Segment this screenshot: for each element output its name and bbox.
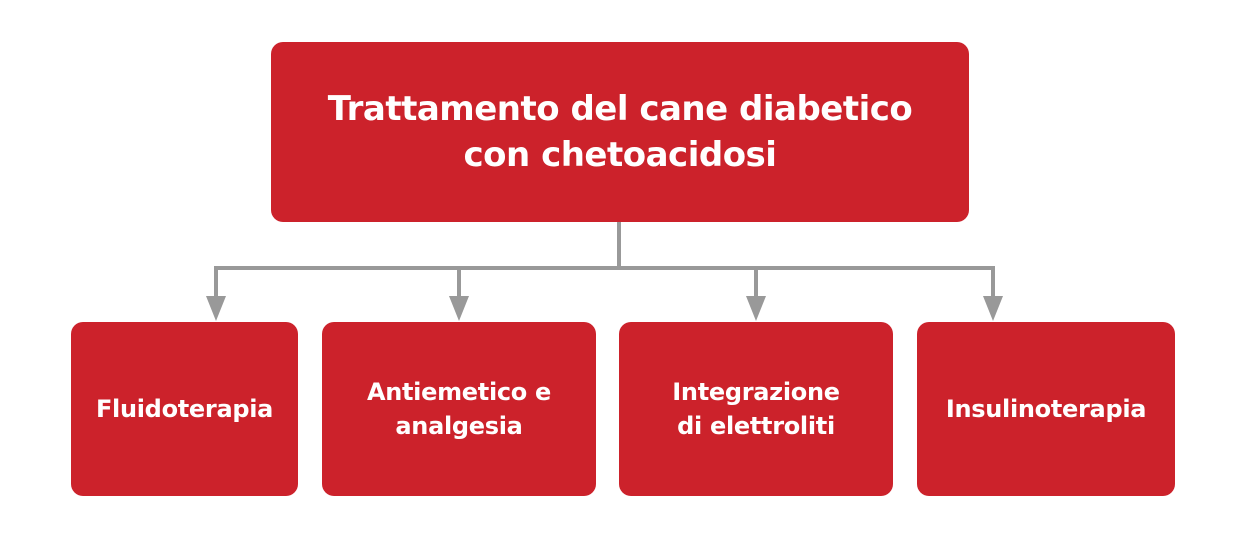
arrow-down-icon bbox=[206, 296, 226, 321]
child-node-fluidoterapia: Fluidoterapia bbox=[71, 322, 298, 496]
child-label-line-1: Fluidoterapia bbox=[95, 395, 274, 423]
child-label-line-1: Antiemetico e bbox=[366, 378, 552, 406]
root-node: Trattamento del cane diabetico con cheto… bbox=[271, 42, 969, 222]
child-label-line-2: di elettroliti bbox=[677, 412, 835, 440]
arrow-down-icon bbox=[983, 296, 1003, 321]
arrow-down-icon bbox=[449, 296, 469, 321]
child-label-line-2: analgesia bbox=[395, 412, 523, 440]
child-node-insulinoterapia: Insulinoterapia bbox=[917, 322, 1175, 496]
child-label-line-1: Integrazione bbox=[672, 378, 840, 406]
child-node-elettroliti: Integrazione di elettroliti bbox=[619, 322, 893, 496]
child-label-line-1: Insulinoterapia bbox=[945, 395, 1147, 423]
root-title-line-1: Trattamento del cane diabetico bbox=[327, 89, 913, 129]
child-node-antiemetico: Antiemetico e analgesia bbox=[322, 322, 596, 496]
root-title-line-2: con chetoacidosi bbox=[463, 135, 777, 175]
arrow-down-icon bbox=[746, 296, 766, 321]
